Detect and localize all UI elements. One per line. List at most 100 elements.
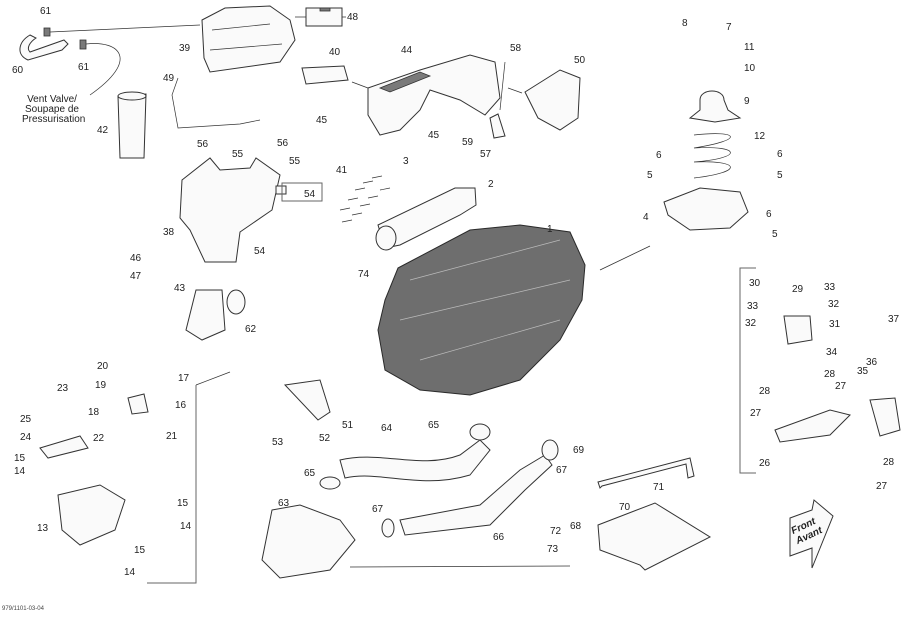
callout-65: 65: [428, 420, 440, 431]
callout-54: 54: [304, 189, 316, 200]
callout-41: 41: [336, 165, 348, 176]
vent-valve-line-2: Soupape de: [25, 104, 79, 115]
air-box-cover-39: [201, 5, 296, 73]
callout-32: 32: [745, 318, 757, 329]
callout-5: 5: [777, 170, 783, 181]
callout-4: 4: [643, 212, 649, 223]
callout-14: 14: [124, 567, 136, 578]
engine-1: [377, 224, 586, 396]
callout-45: 45: [428, 130, 440, 141]
callout-27: 27: [835, 381, 847, 392]
callout-68: 68: [570, 521, 582, 532]
callout-38: 38: [163, 227, 175, 238]
callout-60: 60: [12, 65, 24, 76]
strap-69: [597, 457, 695, 489]
vent-valve-note: Vent Valve/ Soupape de Pressurisation: [22, 94, 86, 125]
callout-34: 34: [826, 347, 838, 358]
callout-27: 27: [876, 481, 888, 492]
engine-mount-rear: [739, 267, 901, 474]
clamp-65: [469, 423, 491, 441]
callout-32: 32: [828, 299, 840, 310]
callout-40: 40: [329, 47, 341, 58]
decal-48: [295, 7, 346, 27]
callout-1: 1: [547, 224, 553, 235]
intercooler-63: [261, 476, 395, 579]
callout-70: 70: [619, 502, 631, 513]
callout-14: 14: [14, 466, 26, 477]
callout-31: 31: [829, 319, 841, 330]
callout-54: 54: [254, 246, 266, 257]
callout-69: 69: [573, 445, 585, 456]
callout-6: 6: [777, 149, 783, 160]
callout-51: 51: [342, 420, 354, 431]
callout-67: 67: [372, 504, 384, 515]
vent-hose-60: [19, 24, 201, 96]
callout-35: 35: [857, 366, 869, 377]
callout-64: 64: [381, 423, 393, 434]
callout-43: 43: [174, 283, 186, 294]
callout-71: 71: [653, 482, 665, 493]
callout-63: 63: [278, 498, 290, 509]
callout-15: 15: [134, 545, 146, 556]
callout-67: 67: [556, 465, 568, 476]
dipstick-58: [489, 61, 506, 139]
callout-25: 25: [20, 414, 32, 425]
callout-55: 55: [289, 156, 301, 167]
intake-manifold-2: [375, 187, 477, 251]
callout-66: 66: [493, 532, 505, 543]
callout-6: 6: [766, 209, 772, 220]
gasket-40: [301, 65, 369, 89]
callout-44: 44: [401, 45, 413, 56]
callout-48: 48: [347, 12, 359, 23]
callout-42: 42: [97, 125, 109, 136]
callout-59: 59: [462, 137, 474, 148]
front-arrow: [789, 499, 834, 569]
callout-9: 9: [744, 96, 750, 107]
callout-15: 15: [177, 498, 189, 509]
callout-3: 3: [403, 156, 409, 167]
callout-53: 53: [272, 437, 284, 448]
callout-12: 12: [754, 131, 766, 142]
callout-74: 74: [358, 269, 370, 280]
callout-50: 50: [574, 55, 586, 66]
callout-28: 28: [759, 386, 771, 397]
callout-57: 57: [480, 149, 492, 160]
callout-5: 5: [647, 170, 653, 181]
clamp-62: [226, 289, 246, 315]
vent-valve-line-1: Vent Valve/: [27, 94, 77, 105]
callout-8: 8: [682, 18, 688, 29]
callout-20: 20: [97, 361, 109, 372]
air-box-38: [179, 157, 323, 263]
callout-30: 30: [749, 278, 761, 289]
callout-52: 52: [319, 433, 331, 444]
callout-7: 7: [726, 22, 732, 33]
bellows-43: [185, 289, 246, 341]
intake-duct-42: [117, 91, 147, 159]
clamp-67b: [381, 518, 395, 538]
cover-50: [507, 69, 581, 131]
vent-valve-line-3: Pressurisation: [22, 114, 86, 125]
callout-72: 72: [550, 526, 562, 537]
callout-27: 27: [750, 408, 762, 419]
callout-33: 33: [824, 282, 836, 293]
callout-2: 2: [488, 179, 494, 190]
air-intake-44: [367, 54, 501, 136]
engine-mount-front: [599, 90, 749, 271]
clamp-67: [541, 439, 559, 461]
callout-37: 37: [888, 314, 900, 325]
callout-5: 5: [772, 229, 778, 240]
tube-49: [171, 77, 261, 129]
callout-28: 28: [824, 369, 836, 380]
callout-10: 10: [744, 63, 756, 74]
callout-6: 6: [656, 150, 662, 161]
callout-18: 18: [88, 407, 100, 418]
bolts-3: [339, 175, 391, 223]
callout-33: 33: [747, 301, 759, 312]
callout-13: 13: [37, 523, 49, 534]
callout-21: 21: [166, 431, 178, 442]
callout-26: 26: [759, 458, 771, 469]
callout-73: 73: [547, 544, 559, 555]
callout-61: 61: [78, 62, 90, 73]
clamp-65b: [319, 476, 341, 490]
callout-56: 56: [277, 138, 289, 149]
